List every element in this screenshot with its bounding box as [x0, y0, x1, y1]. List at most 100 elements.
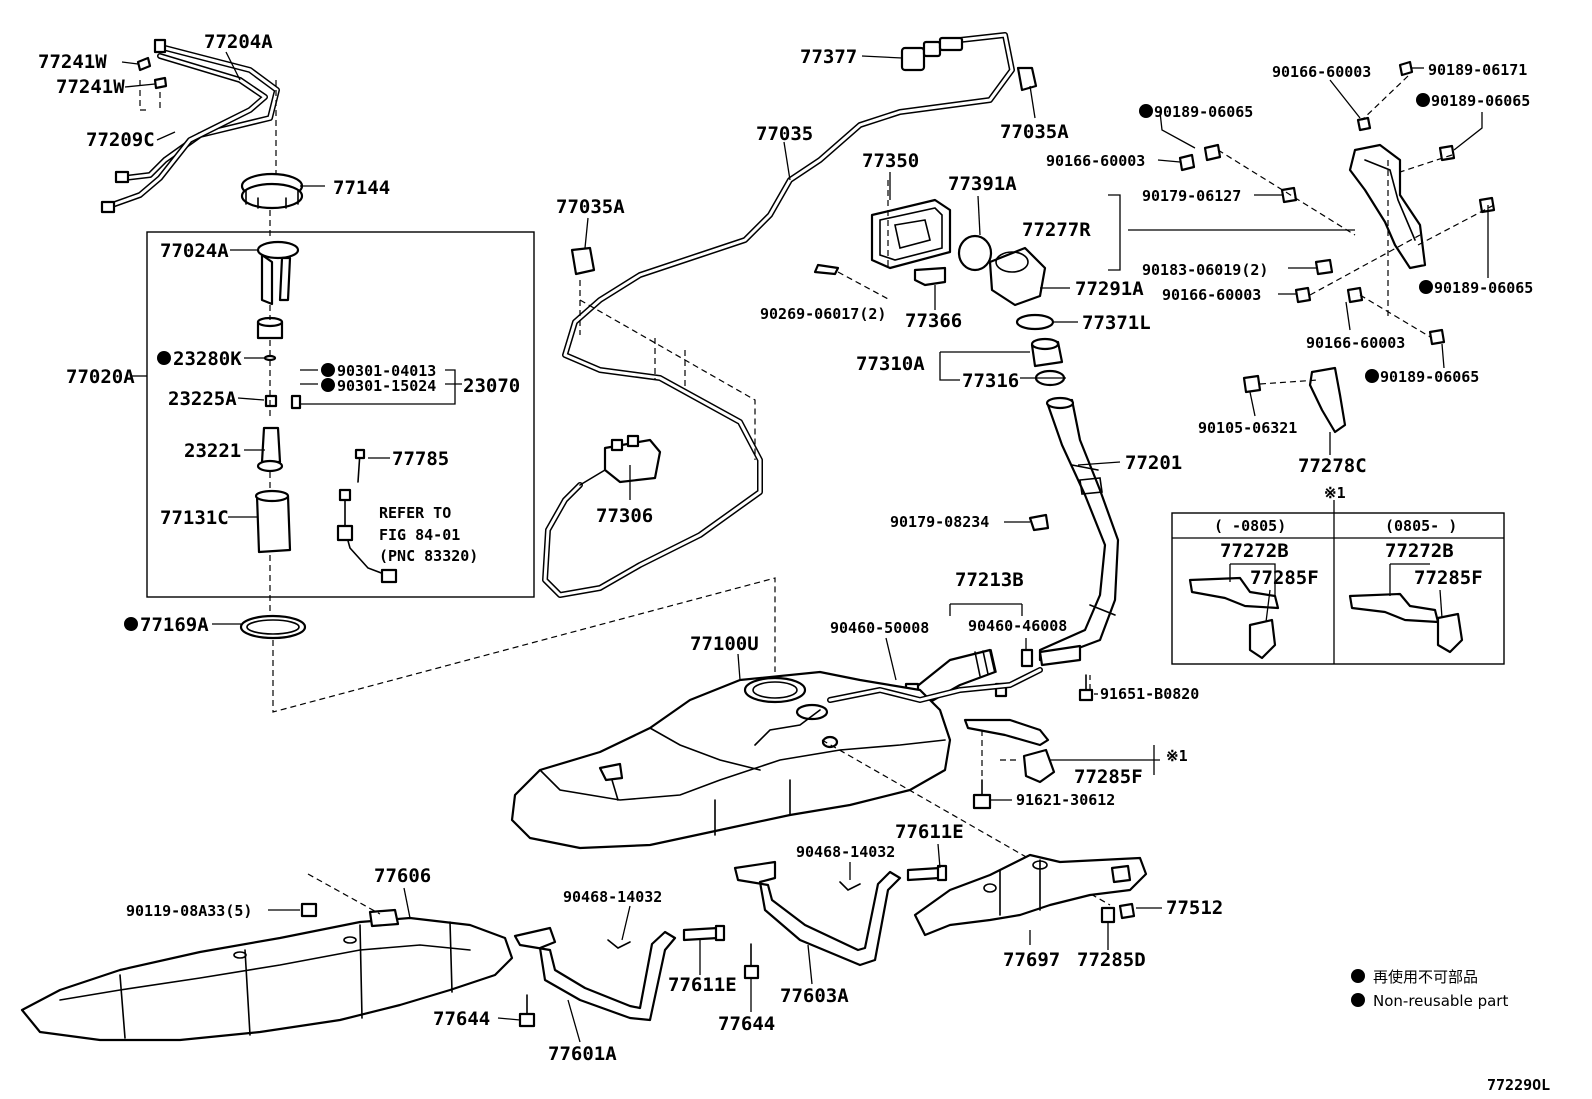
part-77035A-clamp-left — [570, 246, 596, 276]
legend-dot — [1351, 969, 1365, 983]
part-91621-bolt — [972, 779, 992, 810]
label-77306: 77306 — [596, 505, 653, 527]
fuel-pump-box — [146, 231, 535, 598]
label-77209C: 77209C — [86, 129, 155, 151]
part-77310A-filler-cap — [1030, 337, 1064, 368]
label-77366: 77366 — [905, 310, 962, 332]
part-91651-bolt — [1078, 674, 1094, 702]
label-77644: 77644 — [433, 1008, 490, 1030]
part-77697-bracket — [913, 853, 1148, 937]
part-77601A-strap — [513, 926, 677, 1022]
part-77603A-strap — [733, 860, 902, 967]
label-90166-60003: 90166-60003 — [1306, 334, 1405, 352]
label-77291A: 77291A — [1075, 278, 1144, 300]
label-23221: 23221 — [184, 440, 241, 462]
label-77371L: 77371L — [1082, 312, 1151, 334]
label-90166-60003: 90166-60003 — [1272, 63, 1371, 81]
label-77144: 77144 — [333, 177, 390, 199]
non-reusable-dot — [1365, 369, 1379, 383]
label-90189-06065: 90189-06065 — [1154, 103, 1253, 121]
label-90189-06171: 90189-06171 — [1428, 61, 1527, 79]
label-90179-06127: 90179-06127 — [1142, 187, 1241, 205]
non-reusable-dot — [124, 617, 138, 631]
tank-alignment-lines — [821, 675, 1111, 906]
part-77366-lid-hinge — [913, 266, 947, 287]
label-77100U: 77100U — [690, 633, 759, 655]
label-77024A: 77024A — [160, 240, 229, 262]
label-77391A: 77391A — [948, 173, 1017, 195]
part-77391A-ring — [957, 234, 993, 272]
label-90460-46008: 90460-46008 — [968, 617, 1067, 635]
legend: 再使用不可部品 Non-reusable part — [1351, 968, 1508, 1010]
label-90460-50008: 90460-50008 — [830, 619, 929, 637]
part-77291A-filler-cap-housing — [988, 246, 1047, 307]
non-reusable-dot — [157, 351, 171, 365]
label-90119-08A33: 90119-08A33(5) — [126, 902, 252, 920]
part-77606-protector — [20, 908, 514, 1042]
part-77241W-clips — [136, 56, 168, 90]
non-reusable-dot — [1416, 93, 1430, 107]
part-77278C-protector — [1308, 366, 1347, 434]
label-77601A: 77601A — [548, 1043, 617, 1065]
part-90119-bolt — [300, 873, 381, 918]
right-alignment-lines — [1217, 75, 1495, 385]
label-77644: 77644 — [718, 1013, 775, 1035]
label-77241W: 77241W — [38, 51, 107, 73]
non-reusable-dot — [1419, 280, 1433, 294]
variant-box — [1171, 500, 1505, 665]
part-77024A-pump-plate — [256, 240, 300, 306]
label-90166-60003: 90166-60003 — [1046, 152, 1145, 170]
label-77377: 77377 — [800, 46, 857, 68]
label-77204A: 77204A — [204, 31, 273, 53]
part-77350-fuel-lid — [870, 198, 952, 270]
label-77272B: 77272B — [1220, 540, 1289, 562]
refer-note-line1: REFER TO — [379, 504, 451, 522]
part-77100U-fuel-tank — [510, 667, 1043, 850]
label-77606: 77606 — [374, 865, 431, 887]
non-reusable-dot — [321, 363, 335, 377]
label-77272B: 77272B — [1385, 540, 1454, 562]
label-90468-14032: 90468-14032 — [563, 888, 662, 906]
label-77278C: 77278C — [1298, 455, 1367, 477]
part-77371L-oring — [1015, 313, 1055, 331]
label-77201: 77201 — [1125, 452, 1182, 474]
label-90179-08234: 90179-08234 — [890, 513, 989, 531]
legend-jp-text: 再使用不可部品 — [1373, 968, 1478, 986]
part-77169A-gasket — [239, 614, 307, 640]
label-91621-30612: 91621-30612 — [1016, 791, 1115, 809]
label-77035: 77035 — [756, 123, 813, 145]
part-77035A-clamp-top — [1016, 66, 1038, 92]
label-77512: 77512 — [1166, 897, 1223, 919]
part-77285D-clip — [1100, 906, 1116, 924]
label-77310A: 77310A — [856, 353, 925, 375]
part-77377-connector — [900, 36, 964, 72]
label-77285F: 77285F — [1414, 567, 1483, 589]
legend-dot — [1351, 993, 1365, 1007]
label-77350: 77350 — [862, 150, 919, 172]
part-77611E-bolts — [682, 864, 948, 942]
label-77169A: 77169A — [140, 614, 209, 636]
variant-right-header: (0805- ) — [1385, 517, 1457, 535]
part-labels: 77204A 77241W 77241W 77209C 77144 77024A… — [38, 31, 1533, 1065]
variant-marker: ※1 — [1324, 484, 1346, 502]
label-77603A: 77603A — [780, 985, 849, 1007]
non-reusable-dot — [321, 378, 335, 392]
pump-alignment-lines — [139, 80, 776, 713]
leader-lines — [121, 51, 1489, 1043]
label-90269-06017: 90269-06017(2) — [760, 305, 886, 323]
label-77035A: 77035A — [556, 196, 625, 218]
part-90269-screw — [813, 263, 840, 276]
part-77785-sender-gauge — [336, 448, 398, 584]
part-77144-retainer — [240, 172, 304, 210]
part-77035-vent-tube — [542, 32, 1015, 598]
label-90468-14032: 90468-14032 — [796, 843, 895, 861]
marker-note: ※1 — [1166, 747, 1188, 765]
right-fasteners — [1178, 60, 1496, 394]
part-pump-components — [254, 316, 302, 554]
label-90189-06065: 90189-06065 — [1434, 279, 1533, 297]
label-77241W: 77241W — [56, 76, 125, 98]
part-77644-bolts — [518, 943, 760, 1028]
label-90183-06019: 90183-06019(2) — [1142, 261, 1268, 279]
label-77611E: 77611E — [895, 821, 964, 843]
